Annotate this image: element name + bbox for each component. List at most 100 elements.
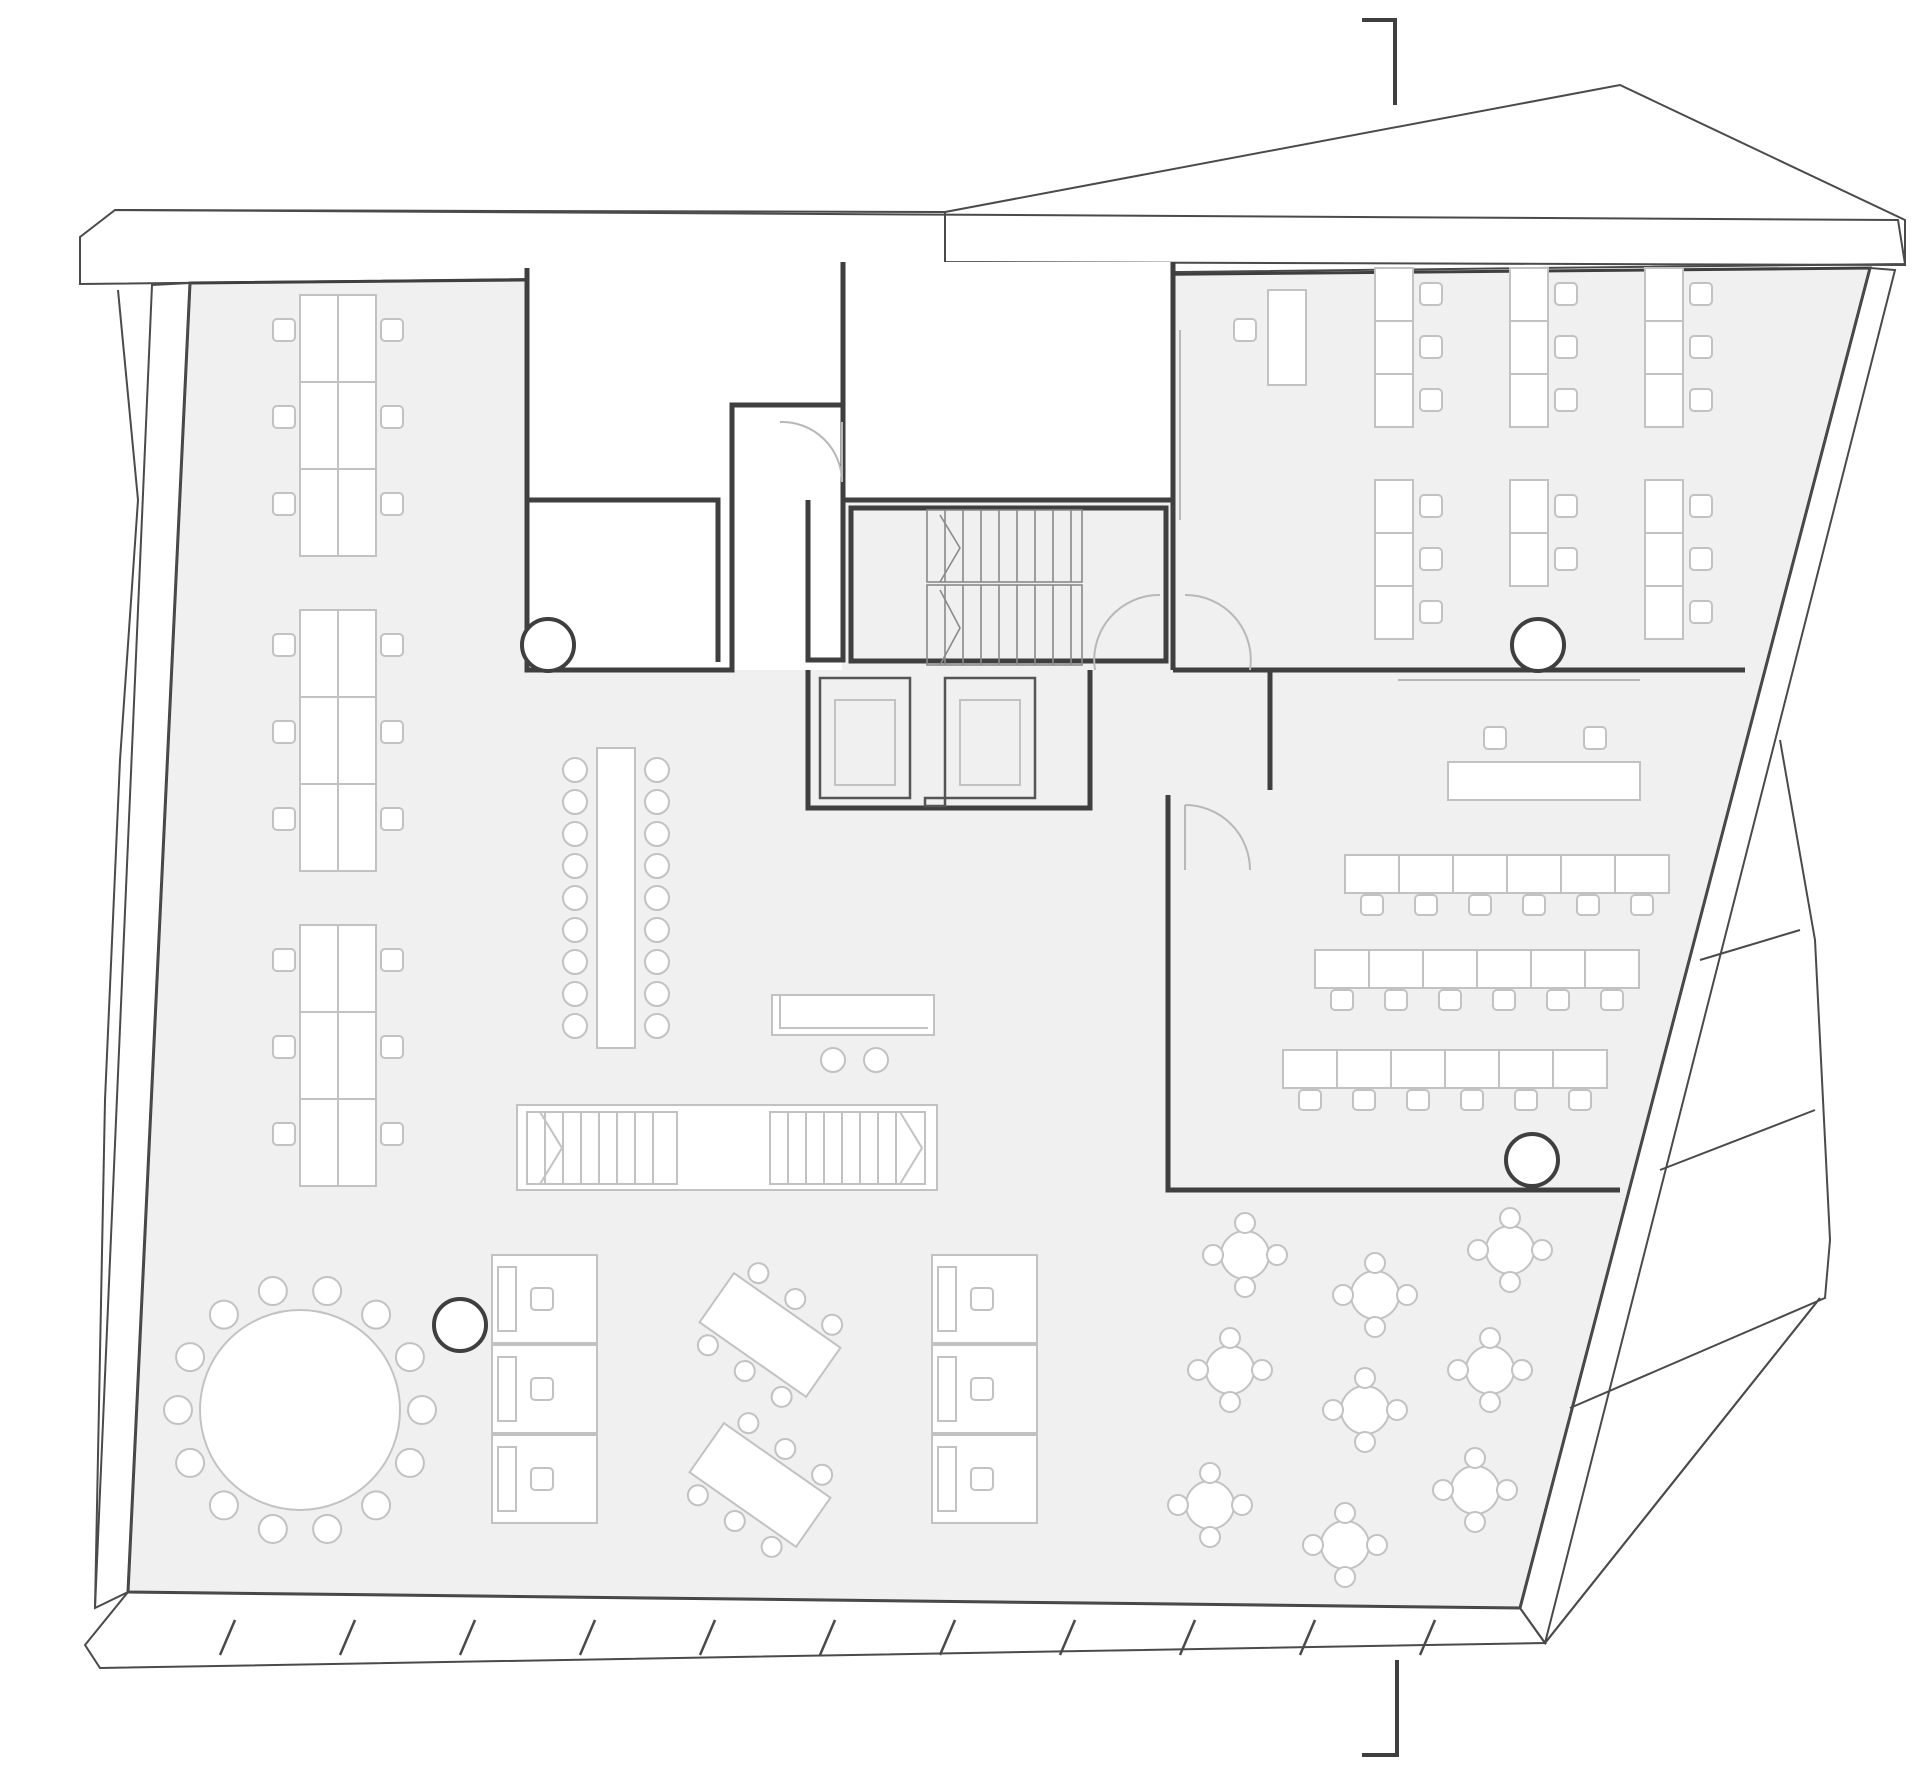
stool [644, 917, 670, 943]
instructor-chair [1583, 726, 1607, 750]
stool [562, 853, 588, 879]
desk-chair [272, 405, 296, 429]
desk [299, 381, 339, 470]
desk [1509, 320, 1549, 375]
desk-chair [272, 1035, 296, 1059]
lounge-chair [208, 1299, 239, 1330]
booth [931, 1254, 1038, 1344]
cafe-chair [1234, 1212, 1256, 1234]
training-chair [1630, 894, 1654, 916]
booth-chair [970, 1377, 994, 1401]
training-chair [1438, 989, 1462, 1011]
furniture [163, 267, 1713, 1588]
column-4 [432, 1297, 488, 1353]
desk [299, 783, 339, 872]
desk-chair [272, 948, 296, 972]
column-3 [1504, 1132, 1560, 1188]
desk [299, 1011, 339, 1100]
facade-mullions [218, 1619, 1437, 1656]
stool [562, 885, 588, 911]
lounge-chair [394, 1447, 425, 1478]
desk [1374, 267, 1414, 322]
collab-table [698, 1271, 842, 1399]
lounge-chair [361, 1299, 392, 1330]
collab-chair [821, 1313, 844, 1336]
lounge-chair [361, 1490, 392, 1521]
booth-desk [497, 1446, 517, 1512]
cafe-chair [1322, 1399, 1344, 1421]
training-desk [1552, 1049, 1608, 1089]
cafe-chair [1302, 1534, 1324, 1556]
training-desk [1282, 1049, 1338, 1089]
cafe-chair [1499, 1271, 1521, 1293]
structural-columns [432, 617, 1566, 1353]
desk [337, 381, 377, 470]
desk [337, 1098, 377, 1187]
lounge-chair [407, 1395, 437, 1425]
cafe-chair [1366, 1534, 1388, 1556]
section-marker-bottom [1362, 1660, 1399, 1757]
cafe-chair [1334, 1502, 1356, 1524]
training-chair [1576, 894, 1600, 916]
desk-chair [380, 1122, 404, 1146]
booth [931, 1434, 1038, 1524]
desk [337, 294, 377, 383]
collab-chair [737, 1412, 760, 1435]
collab-table-group [686, 1412, 834, 1558]
training-desk [1444, 1049, 1500, 1089]
instructor-desk [1447, 761, 1641, 801]
desk-chair [380, 633, 404, 657]
training-chair [1298, 1089, 1322, 1111]
stool [562, 917, 588, 943]
lounge-chair [312, 1276, 343, 1307]
cafe-chair [1511, 1359, 1533, 1381]
desk [1509, 479, 1549, 534]
stool [644, 885, 670, 911]
cafe-chair [1332, 1284, 1354, 1306]
cafe-chair [1464, 1447, 1486, 1469]
training-desk [1390, 1049, 1446, 1089]
desk [1509, 267, 1549, 322]
lounge-chair [208, 1490, 239, 1521]
desk [1374, 373, 1414, 428]
desk [1644, 479, 1684, 534]
desk-chair [272, 1122, 296, 1146]
doors [779, 330, 1640, 871]
desk [1644, 532, 1684, 587]
cafe-chair [1496, 1479, 1518, 1501]
cafe-chair [1234, 1276, 1256, 1298]
section-cut-markers [1362, 18, 1399, 1757]
stool [644, 757, 670, 783]
roof-canopy [79, 83, 1907, 286]
collab-chair [774, 1437, 797, 1460]
desk-chair [1689, 282, 1713, 306]
desk [337, 1011, 377, 1100]
stool [562, 789, 588, 815]
desk-chair [1419, 335, 1443, 359]
desk [299, 924, 339, 1013]
stool [562, 757, 588, 783]
column-1 [520, 617, 576, 673]
desk [337, 696, 377, 785]
cafe-chair [1354, 1367, 1376, 1389]
booth-chair [530, 1467, 554, 1491]
cafe-chair [1467, 1239, 1489, 1261]
desk [1509, 373, 1549, 428]
training-chair [1330, 989, 1354, 1011]
desk-chair [1554, 388, 1578, 412]
stool [644, 949, 670, 975]
cafe-table [1220, 1230, 1270, 1280]
training-desk [1314, 949, 1370, 989]
desk [1374, 585, 1414, 640]
desk [1374, 479, 1414, 534]
section-marker-top [1362, 18, 1397, 105]
training-desk [1584, 949, 1640, 989]
training-desk [1336, 1049, 1392, 1089]
cafe-chair [1219, 1391, 1241, 1413]
stool [562, 949, 588, 975]
training-chair [1414, 894, 1438, 916]
desk-chair [380, 720, 404, 744]
desk-chair [1419, 388, 1443, 412]
cafe-table [1340, 1385, 1390, 1435]
cafe-chair [1531, 1239, 1553, 1261]
